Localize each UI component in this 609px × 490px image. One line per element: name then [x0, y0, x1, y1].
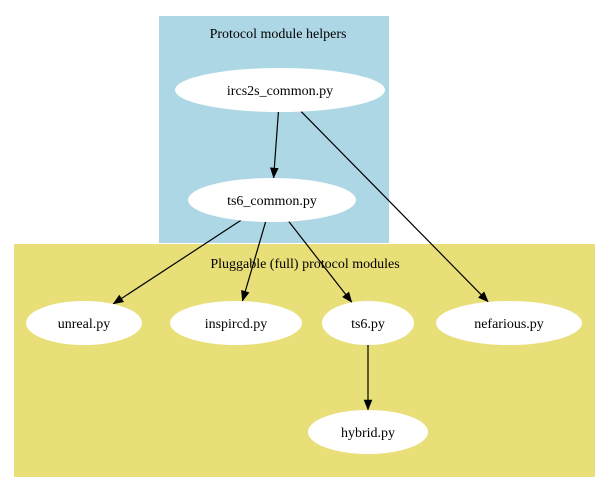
cluster-label-pluggable-full-protocol-modules: Pluggable (full) protocol modules — [210, 257, 399, 272]
node-ts6_common — [188, 178, 356, 222]
node-unreal — [26, 301, 142, 345]
node-ts6 — [322, 301, 414, 345]
node-inspircd — [170, 301, 302, 345]
edge-ts6_common-to-ts6 — [288, 221, 353, 303]
node-label-inspircd: inspircd.py — [205, 317, 268, 332]
cluster-label-protocol-module-helpers: Protocol module helpers — [210, 27, 347, 42]
node-label-ts6: ts6.py — [351, 317, 385, 332]
node-hybrid — [308, 410, 428, 454]
node-label-hybrid: hybrid.py — [341, 426, 395, 441]
cluster-pluggable-full-protocol-modules — [14, 244, 595, 477]
node-label-ts6_common: ts6_common.py — [227, 194, 317, 209]
edge-ircs2s_common-to-nefarious — [300, 111, 489, 303]
node-label-nefarious: nefarious.py — [474, 317, 544, 332]
node-nefarious — [436, 301, 582, 345]
node-label-ircs2s_common: ircs2s_common.py — [227, 84, 333, 99]
node-ircs2s_common — [175, 68, 385, 112]
edge-ts6_common-to-inspircd — [241, 221, 267, 302]
edge-ircs2s_common-to-ts6_common — [270, 111, 279, 179]
node-label-unreal: unreal.py — [58, 317, 110, 332]
edge-ts6_common-to-unreal — [112, 219, 242, 305]
